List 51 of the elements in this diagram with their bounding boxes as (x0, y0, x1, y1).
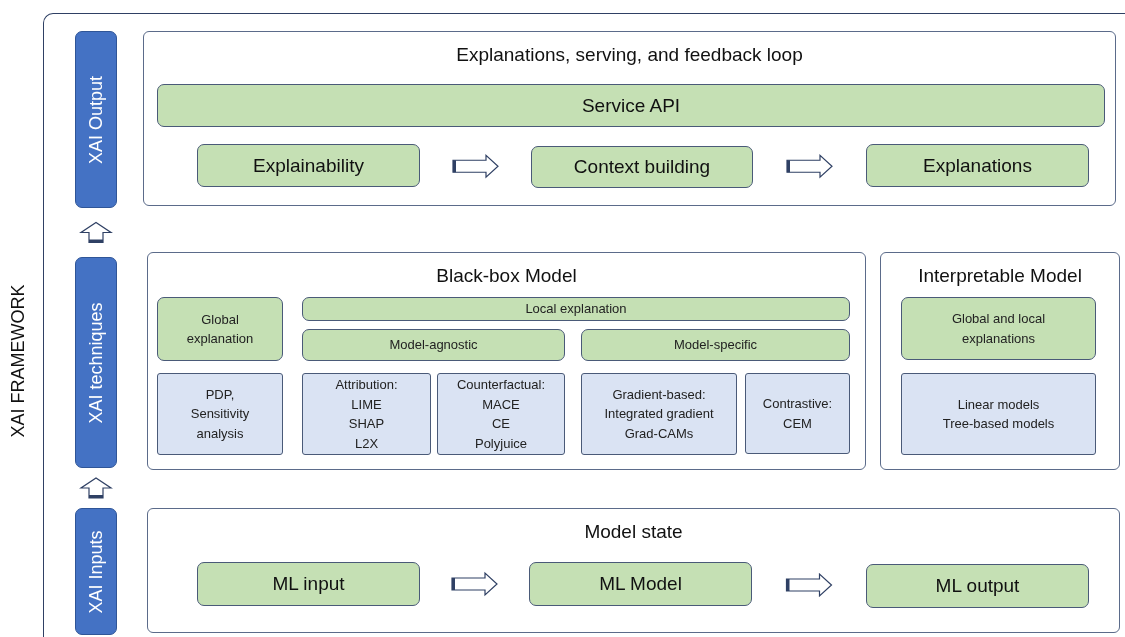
layer-tab (75, 508, 117, 635)
panel-title: Black-box Model (436, 265, 577, 287)
box-label: ML output (935, 575, 1020, 597)
method-list: Counterfactual: MACE CE Polyjuice (456, 375, 546, 453)
panel-title: Explanations, serving, and feedback loop (456, 44, 803, 66)
concept-box (529, 562, 752, 606)
box-label: Local explanation (525, 300, 627, 319)
group-panel (147, 508, 1120, 633)
layer-label: XAI Inputs (85, 529, 107, 614)
concept-box (197, 144, 420, 187)
box-label: ML input (272, 573, 345, 595)
box-label: Global and local explanations (951, 310, 1046, 348)
concept-box (531, 146, 753, 188)
method-list: Gradient-based: Integrated gradient Grad-CAMs (604, 384, 714, 444)
box-label: Global explanation (186, 310, 254, 348)
panel-title: Interpretable Model (918, 265, 1082, 287)
box-label: ML Model (599, 573, 682, 595)
box-label: Model-specific (673, 336, 758, 355)
box-label: Explanations (923, 154, 1032, 177)
group-panel (880, 252, 1120, 470)
concept-box (901, 297, 1096, 360)
layer-label: XAI Output (85, 75, 107, 164)
method-box (745, 373, 850, 454)
method-list: Linear models Tree-based models (942, 394, 1055, 434)
box-label: Model-agnostic (389, 336, 478, 355)
concept-box (866, 564, 1089, 608)
concept-box (157, 297, 283, 361)
method-box (302, 373, 431, 455)
panel-title: Model state (584, 521, 683, 543)
concept-box (302, 297, 850, 321)
box-label: Explainability (253, 154, 364, 177)
method-box (157, 373, 283, 455)
method-list: Attribution: LIME SHAP L2X (335, 375, 398, 453)
method-box (581, 373, 737, 455)
box-label: Service API (581, 94, 681, 117)
method-list: Contrastive: CEM (762, 394, 833, 433)
group-panel (147, 252, 866, 470)
method-box (437, 373, 565, 455)
concept-box (157, 84, 1105, 127)
framework-label: XAI FRAMEWORK (7, 284, 29, 438)
layer-label: XAI techniques (85, 301, 107, 424)
concept-box (581, 329, 850, 361)
layer-tab (75, 257, 117, 468)
concept-box (197, 562, 420, 606)
concept-box (866, 144, 1089, 187)
method-box (901, 373, 1096, 455)
group-panel (143, 31, 1116, 206)
concept-box (302, 329, 565, 361)
box-label: Context building (573, 156, 711, 178)
method-list: PDP, Sensitivity analysis (190, 384, 250, 444)
layer-tab (75, 31, 117, 208)
